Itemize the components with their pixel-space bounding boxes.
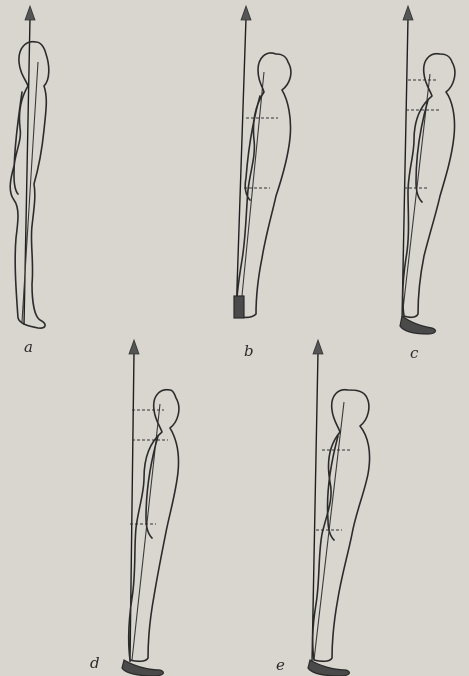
figure-label-c: c — [410, 344, 419, 362]
arm-e — [327, 436, 338, 540]
foot-d — [122, 660, 163, 676]
triangle-arrow-icon — [403, 6, 413, 20]
foot-c — [400, 316, 435, 334]
foot-e — [308, 660, 349, 676]
body-axis-a — [22, 62, 38, 322]
body-outline-a — [10, 42, 49, 328]
figure-label-a: a — [24, 338, 33, 356]
triangle-arrow-icon — [25, 6, 35, 20]
posture-figure-b: b — [234, 6, 291, 360]
triangle-arrow-icon — [129, 340, 139, 354]
figure-label-b: b — [244, 342, 254, 360]
body-outline-c — [403, 54, 455, 318]
triangle-arrow-icon — [313, 340, 323, 354]
posture-figure-c: c — [400, 6, 455, 362]
triangle-arrow-icon — [241, 6, 251, 20]
foot-b — [234, 296, 244, 318]
posture-figure-e: e — [276, 340, 370, 676]
posture-figure-d: d — [90, 340, 179, 676]
figure-label-e: e — [276, 656, 285, 674]
posture-figure-a: a — [10, 6, 49, 356]
figure-label-d: d — [90, 654, 100, 672]
